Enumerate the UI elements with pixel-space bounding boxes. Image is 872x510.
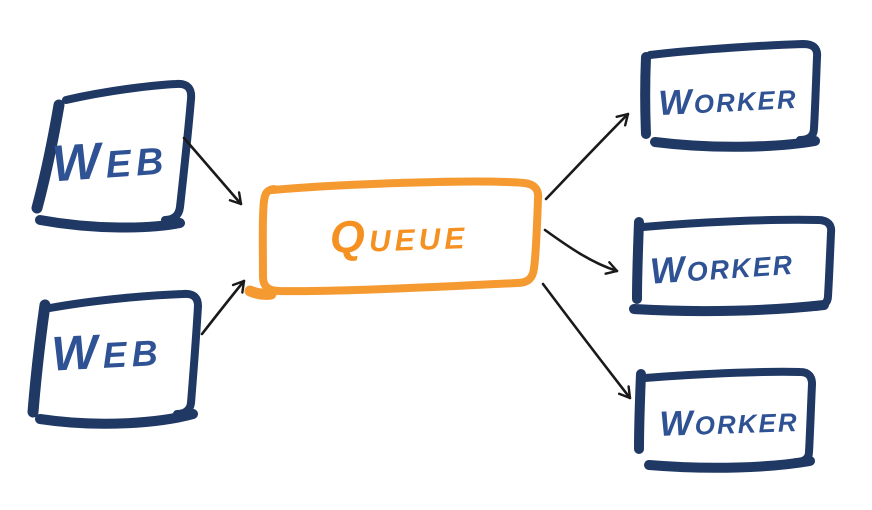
worker1-box [640,40,822,152]
worker2-box-left-edge [632,217,644,304]
worker1-box-top-right-edge [646,40,822,144]
worker3-label: WORKER [658,403,800,444]
worker2-box-top-right-edge [639,215,836,311]
worker3-box-bottom-edge [644,456,815,473]
worker1-label: WORKER [657,82,799,124]
edge-queue-to-worker2 [543,228,619,275]
web2-box [27,289,202,429]
edges-group [182,112,632,400]
queue-box-corner-tail [244,285,277,300]
worker3-box [634,367,816,473]
queue-label: QUEUE [328,210,469,263]
worker2-box [629,215,836,317]
web1-box [31,79,196,233]
edge-queue-to-worker1 [544,112,630,201]
web2-box-bottom-edge [35,409,198,429]
worker3-box-top-right-edge [641,367,816,466]
web1-label: WEB [50,131,170,193]
worker1-box-bottom-edge [650,136,820,152]
worker1-box-left-edge [640,52,651,139]
edge-queue-to-worker3 [541,282,632,400]
worker2-box-bottom-edge [629,300,829,317]
web1-box-left-edge [31,99,65,214]
web2-label: WEB [50,324,164,382]
web2-box-top-right-edge [46,289,202,418]
worker3-box-left-edge [634,369,646,454]
queue-box [244,177,543,300]
web1-box-top-right-edge [62,79,196,224]
web1-box-bottom-edge [35,215,185,233]
web2-box-left-edge [27,299,51,418]
queue-box-outline [258,177,543,296]
edge-web2-to-queue [200,279,246,336]
edge-web1-to-queue [182,136,243,206]
